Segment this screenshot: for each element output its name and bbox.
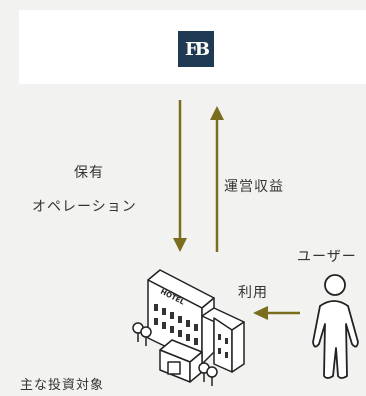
investment-target-label: 主な投資対象	[20, 378, 105, 393]
up-arrow	[210, 106, 224, 252]
user-label: ユーザー	[297, 249, 357, 265]
fb-logo: FB	[178, 31, 214, 67]
revenue-label: 運営収益	[224, 179, 284, 195]
hotel-icon	[132, 269, 245, 386]
down-arrow	[173, 100, 187, 252]
use-label: 利用	[238, 285, 268, 301]
user-figure-icon	[312, 274, 359, 379]
left-arrow	[253, 306, 300, 320]
operation-label: オペレーション	[32, 199, 137, 215]
hold-label: 保有	[74, 165, 104, 181]
